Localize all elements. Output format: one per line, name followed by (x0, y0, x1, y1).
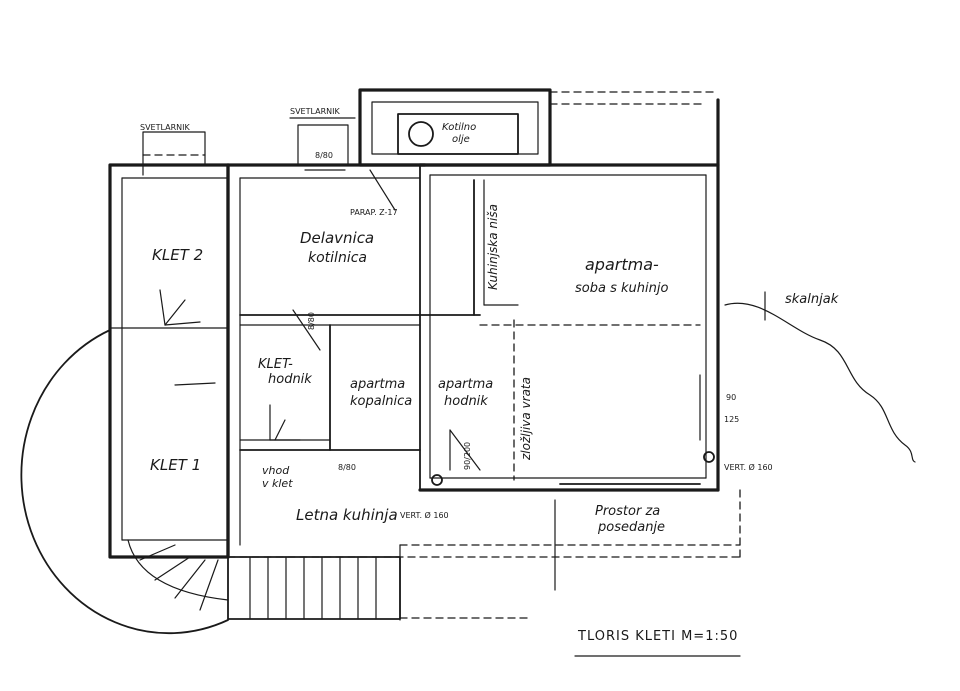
label-kopalnica-1: apartma (350, 377, 405, 392)
annotations: SVETLARNIK SVETLARNIK Kotilno olje skaln… (140, 107, 839, 520)
label-prostor-2: posedanje (597, 520, 665, 535)
vent-2 (703, 451, 715, 463)
label-soba-1: apartma- (585, 255, 659, 274)
note-vert-1: VERT. Ø 160 (400, 510, 449, 520)
label-ap-hodnik-1: apartma (438, 377, 493, 392)
door-swings (159, 169, 481, 471)
partitions (239, 179, 701, 481)
label-vrata: zložljiva vrata (519, 377, 533, 461)
label-ap-hodnik-2: hodnik (444, 394, 488, 409)
note-dim-90: 90 (726, 393, 736, 402)
vent-1 (431, 474, 443, 486)
label-vhod-2: v klet (262, 477, 293, 490)
terrain-line (724, 302, 916, 463)
label-delavnica-1: Delavnica (300, 229, 374, 247)
note-kotilno-2: olje (452, 134, 470, 145)
svetlarnik-left (142, 131, 206, 176)
note-skaljak: skalnjak (785, 292, 839, 307)
label-prostor-1: Prostor za (595, 504, 660, 519)
label-letna-kuhinja: Letna kuhinja (296, 506, 398, 524)
note-parap: PARAP. Z-17 (350, 208, 398, 217)
label-vhod-1: vhod (262, 464, 290, 477)
label-klet-hodnik-1: KLET- (258, 357, 293, 372)
label-klet2: KLET 2 (152, 246, 203, 264)
note-svetlarnik-top: SVETLARNIK (290, 107, 341, 116)
top-annex (289, 88, 719, 167)
note-dim-door: 90/200 (463, 442, 472, 470)
note-dim-125: 125 (724, 415, 739, 424)
label-klet1: KLET 1 (150, 456, 201, 474)
label-soba-2: soba s kuhinjo (575, 281, 668, 296)
label-delavnica-2: kotilnica (308, 250, 367, 266)
outer-walls (108, 98, 720, 559)
note-dim-80: 8/80 (315, 151, 333, 160)
note-svetlarnik: SVETLARNIK (140, 123, 191, 132)
label-kuhinjska-nisa: Kuhinjska niša (486, 204, 500, 290)
label-kopalnica-2: kopalnica (350, 394, 412, 409)
note-dim-bath: 8/80 (338, 463, 356, 472)
note-vert-2: VERT. Ø 160 (724, 462, 773, 472)
windows (304, 169, 701, 485)
note-kotilno-1: Kotilno (442, 122, 476, 133)
stairs (20, 329, 401, 635)
label-klet-hodnik-2: hodnik (268, 372, 312, 387)
plan-title: TLORIS KLETI M=1:50 (577, 629, 738, 644)
room-labels: KLET 2 KLET 1 Delavnica kotilnica KLET- … (150, 204, 668, 535)
note-dim-200: 8/80 (307, 312, 316, 330)
